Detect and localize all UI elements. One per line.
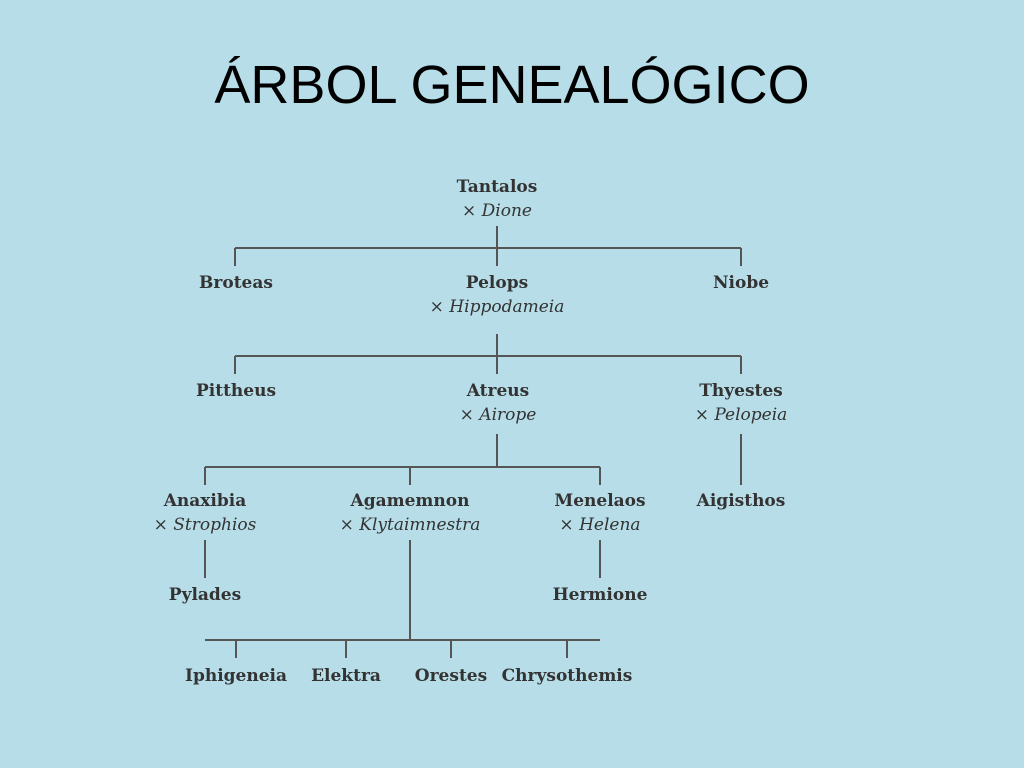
spouse-name: Dione [481,201,532,221]
spouse-marker: × [339,515,354,535]
person-broteas: Broteas [199,271,273,295]
person-name: Chrysothemis [501,666,633,686]
person-name: Pittheus [195,381,277,401]
spouse-marker: × [429,297,444,317]
person-name: Niobe [712,273,770,293]
spouse-marker: × [462,201,477,221]
spouse-name: Strophios [173,515,257,535]
spouse-marker: × [694,405,709,425]
person-name: Elektra [311,666,381,686]
person-name: Orestes [414,666,488,686]
person-name: Pylades [168,585,242,605]
person-name: Menelaos [554,491,646,511]
spouse-name: Klytaimnestra [359,515,481,535]
person-name: Anaxibia [163,491,247,511]
spouse-marker: × [559,515,574,535]
spouse-label: × Dione [457,199,538,223]
spouse-marker: × [459,405,474,425]
spouse-label: × Helena [554,513,645,537]
spouse-name: Airope [479,405,537,425]
person-name: Hermione [552,585,648,605]
person-name: Pelops [465,273,529,293]
person-name: Tantalos [456,177,538,197]
person-thyestes: Thyestes × Pelopeia [695,379,788,427]
person-pittheus: Pittheus [196,379,276,403]
person-chrysothemis: Chrysothemis [502,664,633,688]
person-hermione: Hermione [553,583,648,607]
person-tantalos: Tantalos × Dione [457,175,538,223]
person-elektra: Elektra [311,664,381,688]
spouse-label: × Strophios [154,513,257,537]
person-niobe: Niobe [713,271,769,295]
person-name: Agamemnon [350,491,470,511]
spouse-label: × Klytaimnestra [340,513,481,537]
spouse-marker: × [153,515,168,535]
spouse-label: × Pelopeia [695,403,788,427]
spouse-name: Helena [579,515,641,535]
spouse-label: × Airope [460,403,537,427]
person-name: Broteas [199,273,273,293]
spouse-label: × Hippodameia [430,295,565,319]
person-pylades: Pylades [169,583,241,607]
slide-title: ÁRBOL GENEALÓGICO [214,55,810,115]
spouse-name: Hippodameia [449,297,565,317]
person-pelops: Pelops × Hippodameia [430,271,565,319]
person-atreus: Atreus × Airope [460,379,537,427]
spouse-name: Pelopeia [714,405,788,425]
person-name: Iphigeneia [184,666,288,686]
person-name: Thyestes [699,381,783,401]
person-orestes: Orestes [415,664,487,688]
person-menelaos: Menelaos × Helena [554,489,645,537]
person-iphigeneia: Iphigeneia [185,664,287,688]
person-name: Aigisthos [696,491,786,511]
person-agamemnon: Agamemnon × Klytaimnestra [340,489,481,537]
person-name: Atreus [466,381,530,401]
person-aigisthos: Aigisthos [697,489,786,513]
person-anaxibia: Anaxibia × Strophios [154,489,257,537]
